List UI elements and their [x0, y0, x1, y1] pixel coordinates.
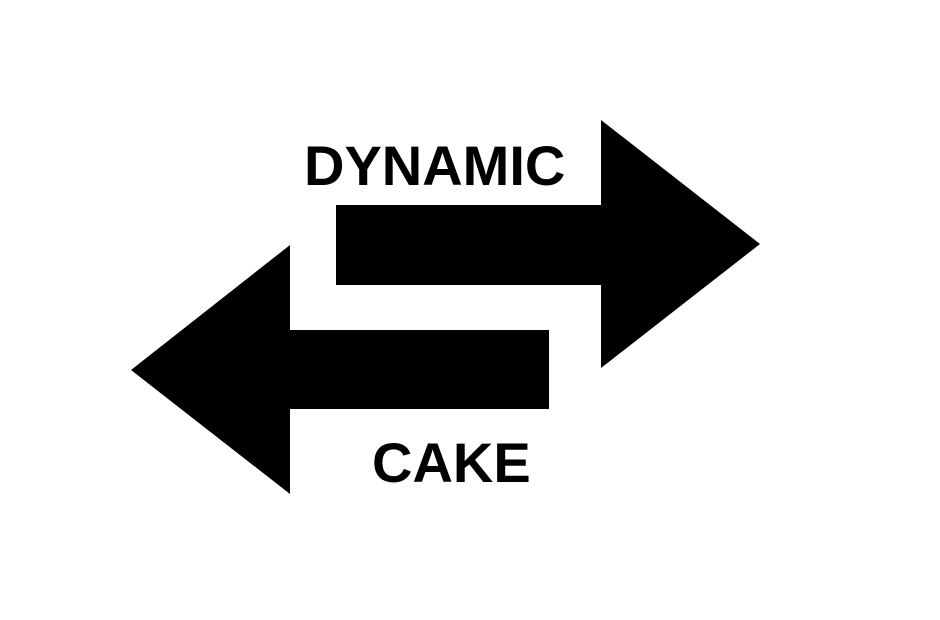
- logo-word-top: DYNAMIC: [304, 134, 566, 197]
- left-arrow-icon: [131, 245, 549, 494]
- right-arrow-icon: [336, 120, 760, 368]
- logo-word-bottom: CAKE: [372, 431, 531, 494]
